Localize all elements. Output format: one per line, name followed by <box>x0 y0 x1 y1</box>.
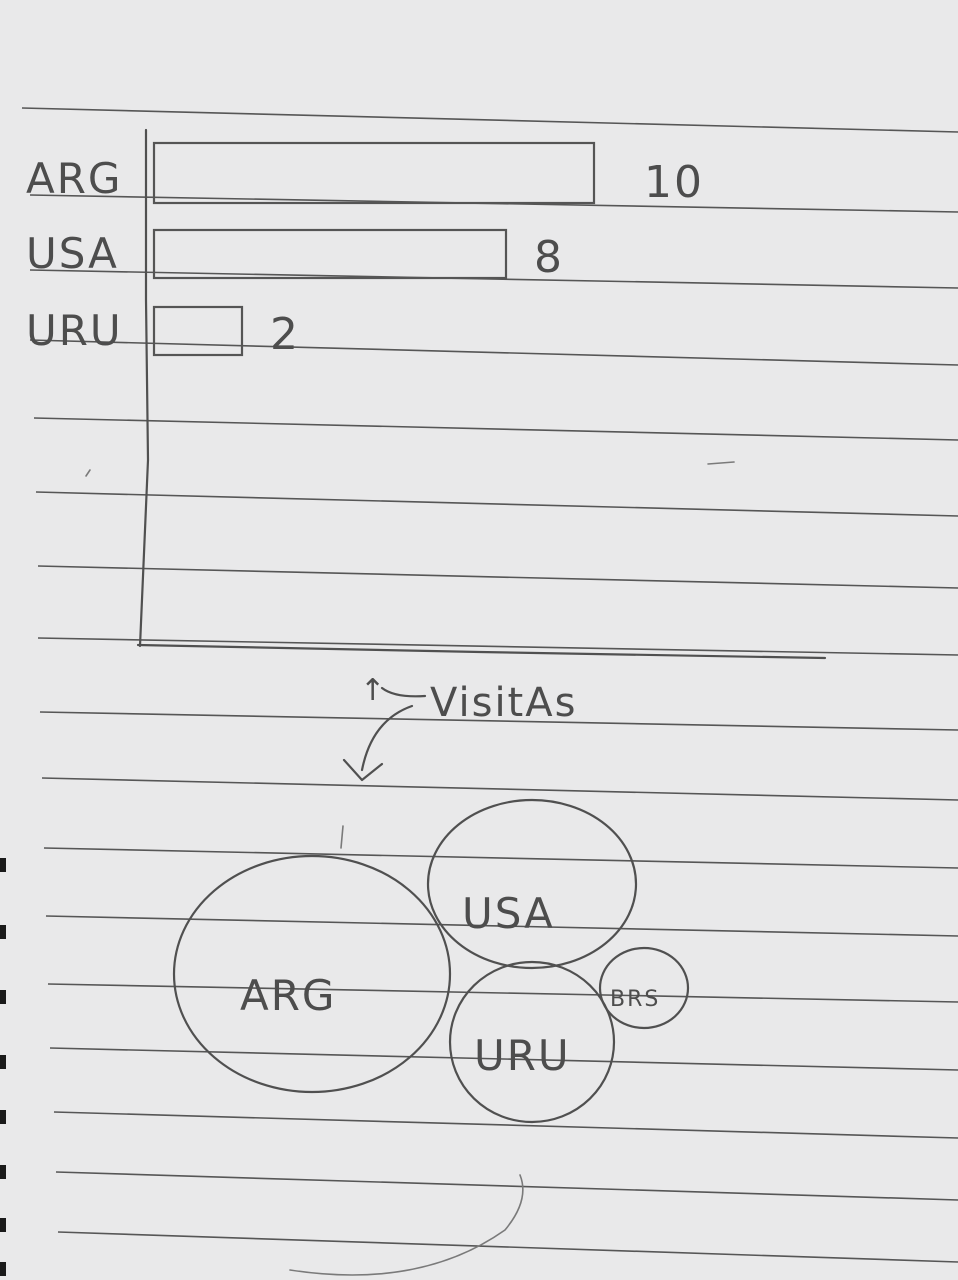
bubble-label-uru: URU <box>474 1031 571 1080</box>
up-arrow-icon: ↑ <box>360 673 387 708</box>
bar-uru <box>152 305 244 357</box>
annotation-connector <box>380 686 427 698</box>
faint-arc <box>289 1174 524 1276</box>
bubble-arg <box>172 854 452 1094</box>
value-label-uru: 2 <box>270 309 300 360</box>
bubble-chart: ARG USA URU BRS <box>172 798 690 1276</box>
value-label-arg: 10 <box>644 157 704 208</box>
bubble-usa <box>426 798 638 970</box>
stray-mark <box>707 461 735 465</box>
bubble-uru <box>448 960 616 1124</box>
notebook-ruled-lines <box>21 107 958 1263</box>
stray-tick <box>340 825 344 849</box>
annotation-curve <box>360 704 414 772</box>
bar-chart: ARG USA URU 10 8 2 <box>26 128 827 660</box>
stray-mark <box>85 469 91 477</box>
value-label-usa: 8 <box>534 232 564 283</box>
bubble-brs <box>598 946 690 1030</box>
bar-arg <box>152 141 596 205</box>
bar-usa <box>152 228 508 280</box>
bar-chart-y-axis <box>138 128 150 648</box>
bubble-label-arg: ARG <box>240 971 336 1020</box>
category-label-usa: USA <box>26 229 119 278</box>
category-label-arg: ARG <box>26 154 122 203</box>
bubble-label-brs: BRS <box>610 987 660 1012</box>
spiral-binding <box>0 858 6 1276</box>
down-arrow-icon <box>342 758 384 782</box>
bar-chart-x-axis <box>136 643 827 660</box>
visits-annotation: ↑ VisitAs <box>342 673 577 782</box>
category-label-uru: URU <box>26 306 123 355</box>
bubble-label-usa: USA <box>462 889 555 938</box>
visits-label: VisitAs <box>430 680 577 726</box>
